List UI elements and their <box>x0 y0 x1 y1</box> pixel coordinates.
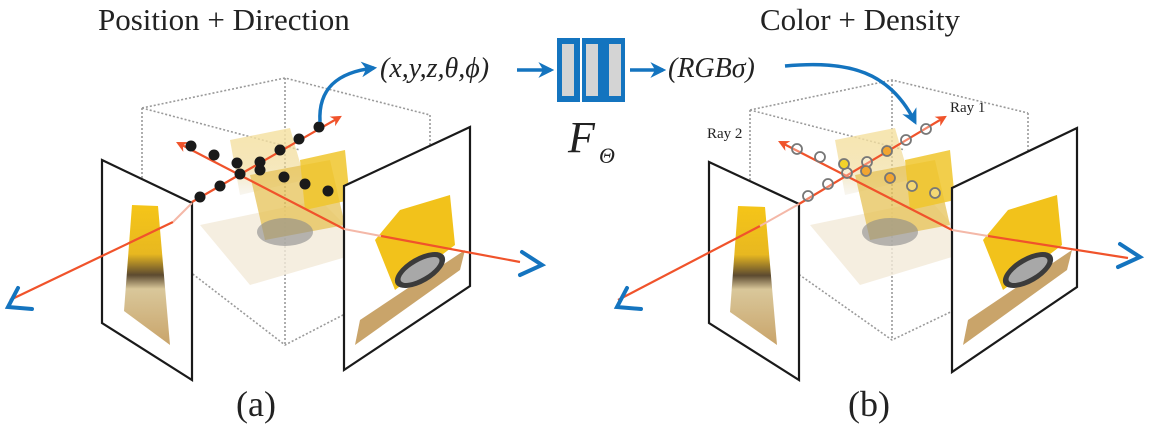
sample-point <box>293 133 305 145</box>
sample-point <box>208 149 220 161</box>
panel-a-caption: (a) <box>236 384 276 424</box>
network-block <box>557 38 625 102</box>
ray-1-label: Ray 1 <box>950 100 986 116</box>
ray-1-front <box>987 234 1129 260</box>
ray-a-right-back <box>176 141 345 230</box>
density-point <box>860 165 872 177</box>
sample-point <box>185 140 197 152</box>
sample-point <box>814 151 826 163</box>
network-layer-inner <box>609 44 621 96</box>
sample-point <box>802 190 814 202</box>
ray-2-label: Ray 2 <box>707 126 743 142</box>
network-layer-inner <box>586 44 598 96</box>
sample-point <box>278 171 290 183</box>
density-point <box>838 158 850 170</box>
ray-a-right-front <box>380 234 521 264</box>
ray-2-front <box>617 225 761 301</box>
density-point <box>881 145 893 157</box>
sample-point <box>234 168 246 180</box>
network-layer-inner <box>562 44 574 96</box>
sample-point <box>791 143 803 155</box>
sample-point <box>274 144 286 156</box>
ray-2-back <box>778 140 953 231</box>
ray-2-faded <box>759 203 800 227</box>
density-point <box>884 172 896 184</box>
network-output-label: (RGBσ) <box>668 53 755 84</box>
sample-point <box>322 185 334 197</box>
function-subscript: Θ <box>599 143 615 168</box>
image-plane-a-left <box>100 158 194 382</box>
sample-point <box>231 157 243 169</box>
ray-a-right-faded <box>343 228 382 237</box>
image-plane-b-left <box>707 160 801 382</box>
camera-icon-b-right <box>1116 242 1145 269</box>
arrow-to-network-input <box>318 61 378 123</box>
panel-b-caption: (b) <box>848 384 890 424</box>
network-pipeline <box>517 38 667 102</box>
sample-point <box>920 123 932 135</box>
sample-point <box>313 121 325 133</box>
sample-point <box>906 180 918 192</box>
sample-point <box>254 156 266 168</box>
sample-point <box>299 178 311 190</box>
sample-point <box>900 134 912 146</box>
sample-points-a <box>185 121 334 203</box>
arrow-from-network-output <box>784 62 917 125</box>
sample-points-b <box>791 123 941 202</box>
camera-icon-b-left <box>613 286 643 311</box>
ray-1-faded <box>951 229 989 237</box>
sample-point <box>254 164 266 176</box>
ray-a-left-front <box>9 221 174 301</box>
camera-icon-a-left <box>4 286 34 311</box>
panel-b <box>613 62 1145 382</box>
sample-point <box>929 187 941 199</box>
sample-point <box>194 191 206 203</box>
sample-point <box>214 180 226 192</box>
function-label: F <box>568 113 595 162</box>
camera-icon-a-right <box>518 250 547 277</box>
ray-a-left-faded <box>172 202 193 223</box>
panel-b-title: Color + Density <box>760 2 961 37</box>
panel-a <box>4 61 547 382</box>
image-plane-b-right <box>950 126 1079 375</box>
network-input-label: (x,y,z,θ,ϕ) <box>380 53 490 84</box>
sample-point <box>822 178 834 190</box>
scene-volume-b <box>810 128 975 285</box>
panel-a-title: Position + Direction <box>98 2 350 37</box>
